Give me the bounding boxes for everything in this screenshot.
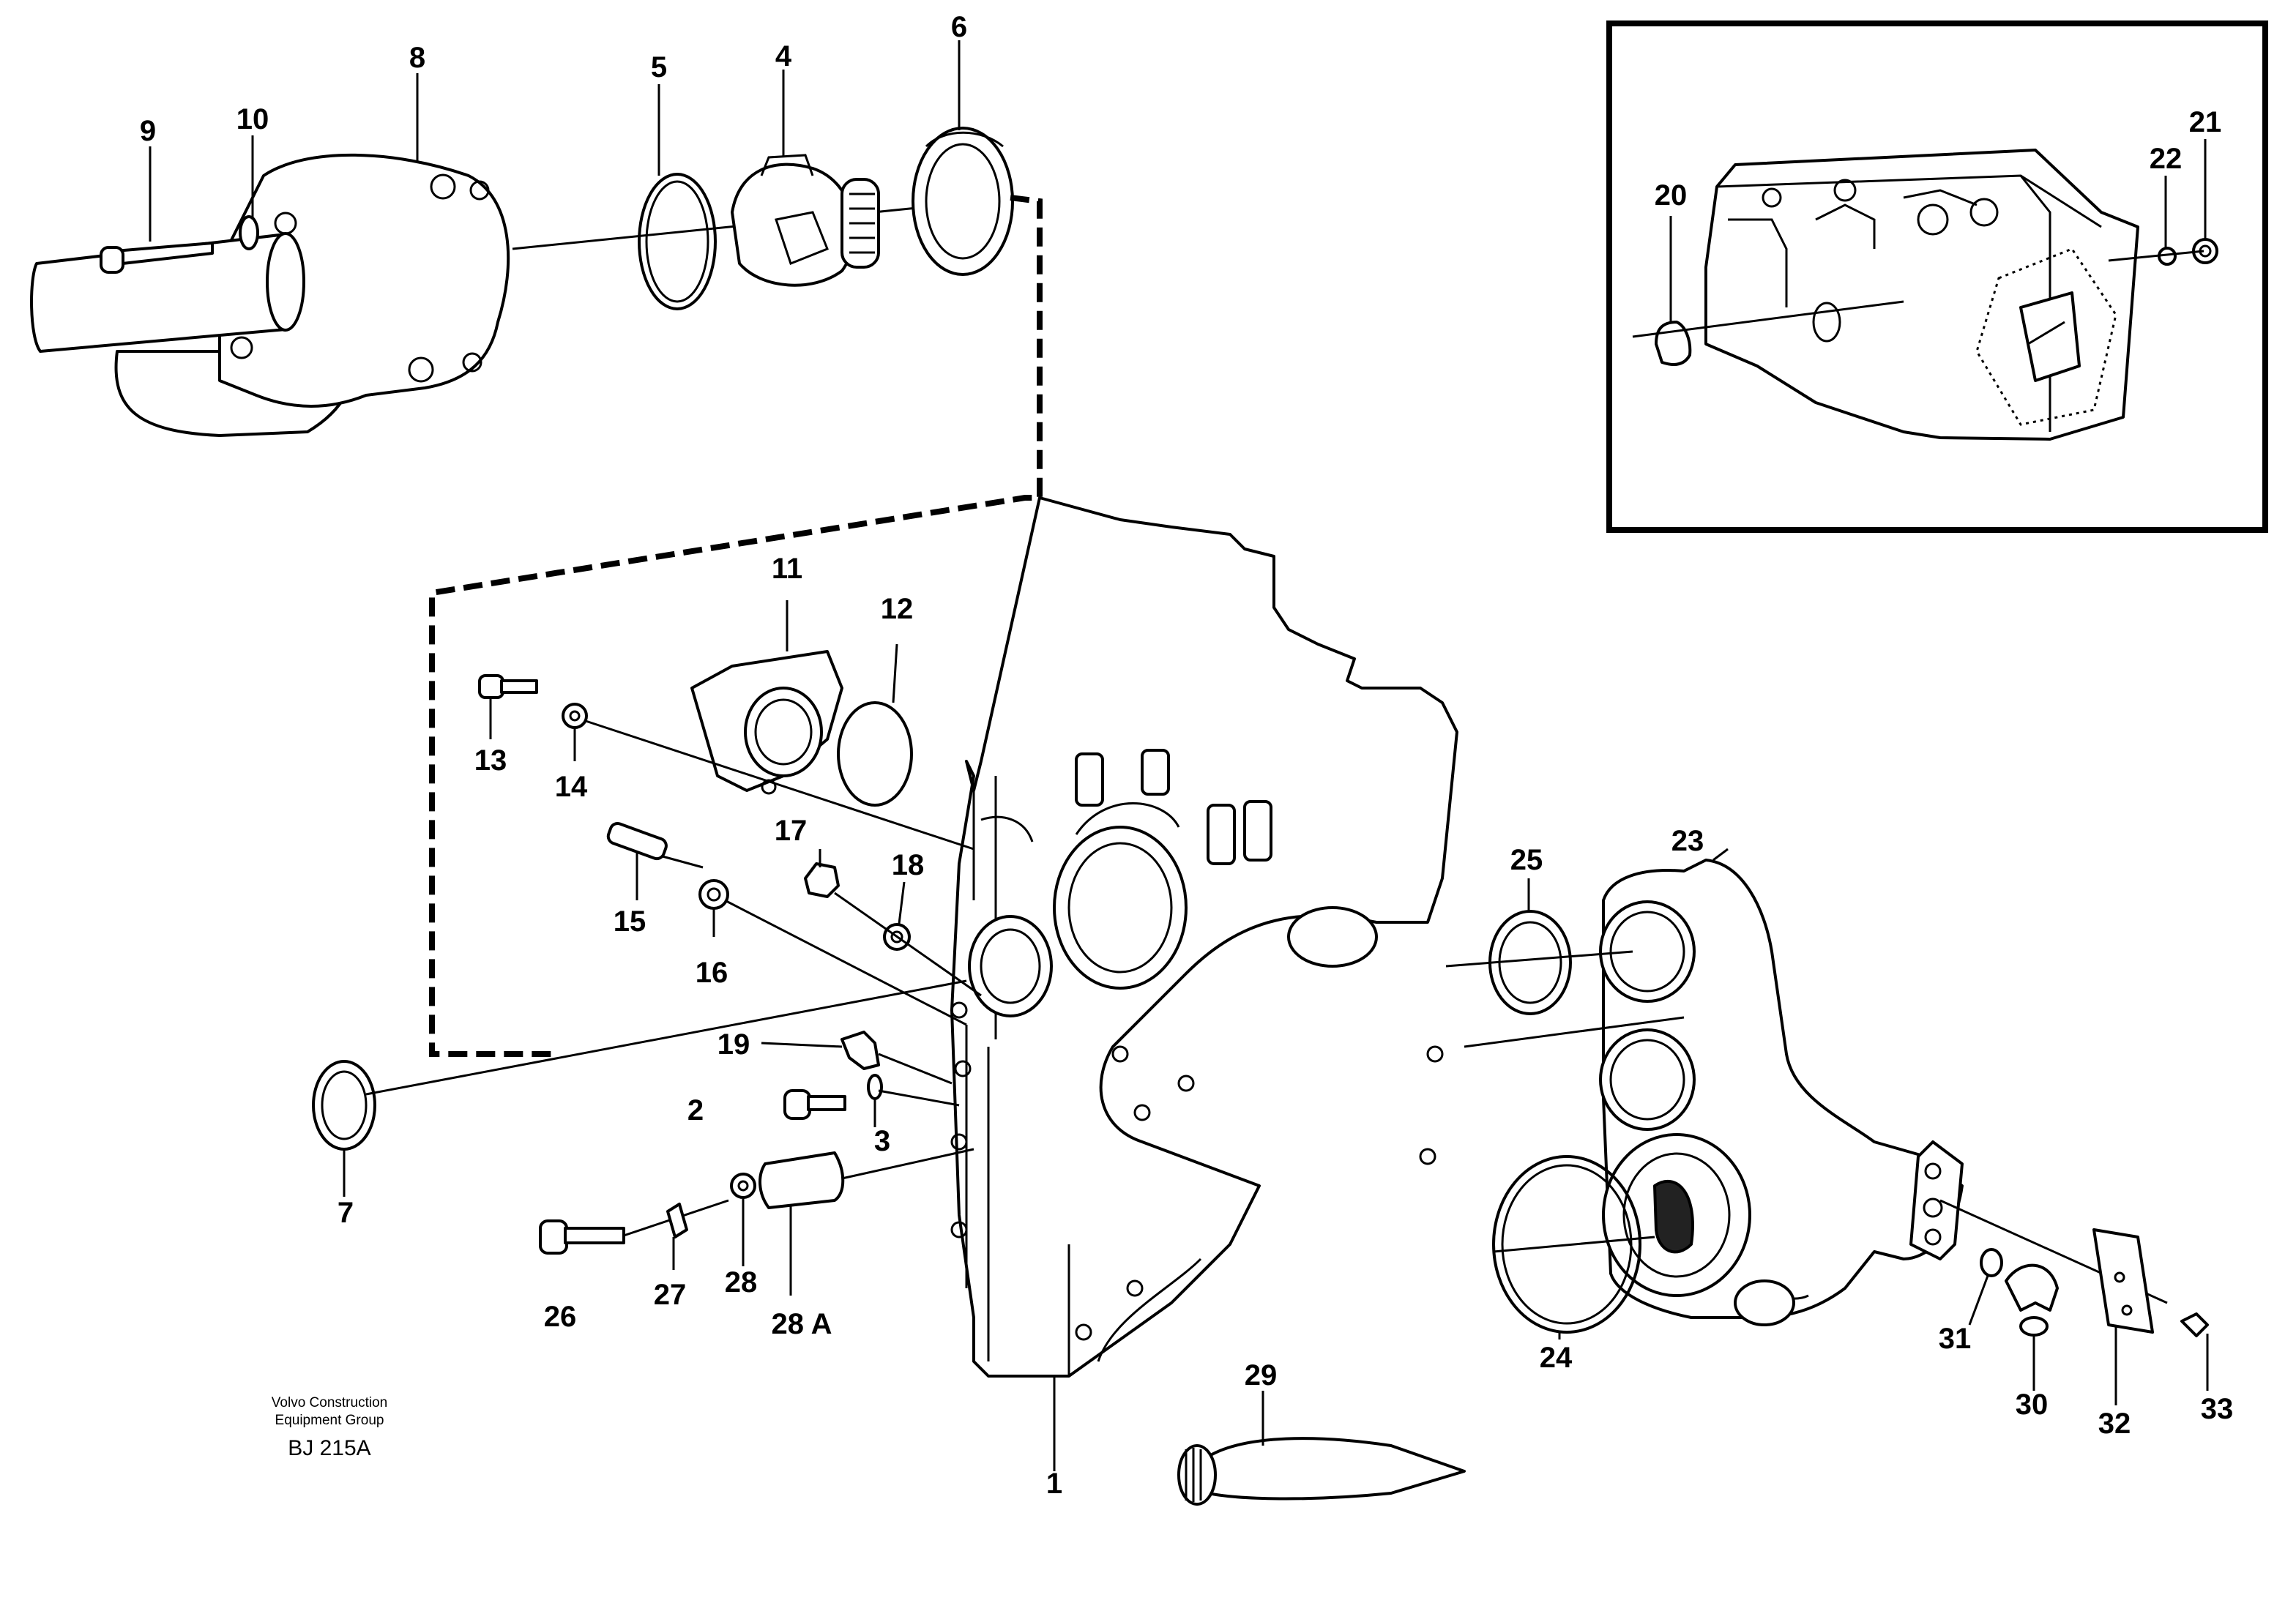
callout-4: 4 [775, 40, 792, 72]
callout-labels: 1 2 3 4 5 6 7 8 9 10 11 12 13 14 15 16 1… [140, 11, 2233, 1500]
dashed-connector [429, 195, 1043, 1057]
figure-code: BJ 215A [288, 1436, 371, 1460]
callout-6: 6 [951, 11, 967, 43]
callout-15: 15 [614, 905, 646, 938]
callout-20: 20 [1655, 179, 1688, 212]
callout-14: 14 [555, 771, 588, 803]
callout-17: 17 [775, 815, 808, 847]
callout-24: 24 [1540, 1342, 1573, 1374]
callout-28: 28 [725, 1266, 758, 1299]
figure-credit: Volvo Construction Equipment Group BJ 21… [220, 1394, 439, 1463]
callout-25: 25 [1510, 844, 1543, 876]
callout-7: 7 [338, 1197, 354, 1229]
callout-21: 21 [2189, 106, 2222, 138]
callout-10: 10 [236, 103, 269, 135]
callout-27: 27 [654, 1279, 687, 1311]
callout-23: 23 [1671, 825, 1704, 857]
main-housing [950, 496, 1458, 1471]
part-20-shape [1655, 321, 1692, 366]
callout-13: 13 [474, 744, 507, 777]
callout-32: 32 [2098, 1408, 2131, 1440]
callout-2: 2 [687, 1094, 704, 1126]
sealant-tube [1177, 1391, 1466, 1506]
callout-28a: 28 A [771, 1308, 832, 1340]
callout-29: 29 [1245, 1359, 1278, 1391]
callout-3: 3 [874, 1125, 890, 1157]
callout-30: 30 [2016, 1389, 2049, 1421]
callout-1: 1 [1046, 1468, 1062, 1500]
callout-33: 33 [2201, 1393, 2234, 1425]
credit-line-2: Equipment Group [275, 1413, 384, 1428]
callout-11: 11 [772, 553, 802, 585]
callout-8: 8 [409, 42, 425, 74]
thermostat-housing-group [30, 40, 1018, 437]
callout-26: 26 [544, 1301, 577, 1333]
credit-line-1: Volvo Construction [271, 1395, 388, 1410]
inlet-flange-group [690, 600, 913, 807]
callout-9: 9 [140, 115, 156, 147]
callout-31: 31 [1939, 1323, 1972, 1355]
callout-16: 16 [696, 957, 728, 989]
inset-cylinder-head [1606, 20, 2268, 533]
callout-12: 12 [881, 593, 914, 625]
water-pump-cover-group [1445, 848, 2209, 1405]
callout-18: 18 [892, 849, 925, 881]
callout-22: 22 [2150, 143, 2183, 175]
fasteners-left [312, 674, 982, 1296]
callout-5: 5 [651, 51, 667, 83]
callout-19: 19 [718, 1028, 750, 1061]
